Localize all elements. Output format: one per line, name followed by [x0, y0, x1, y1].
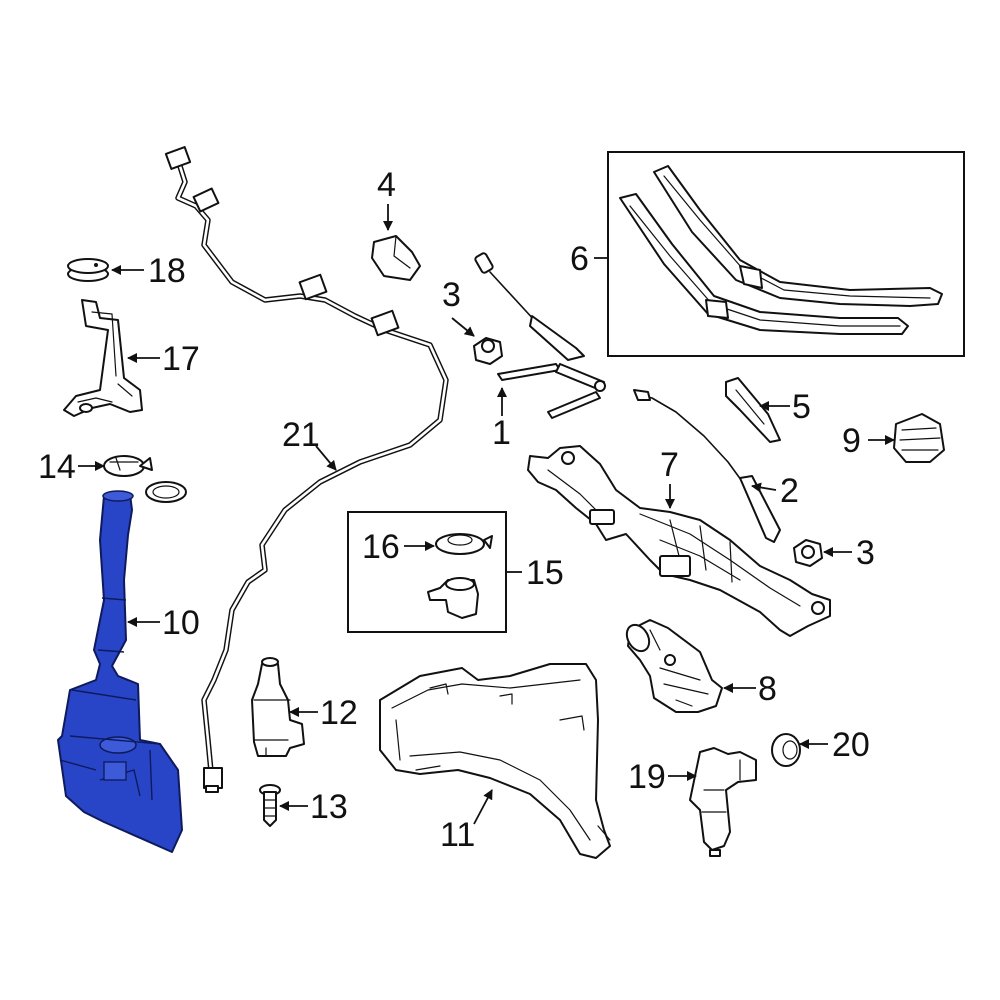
callout-13: 13	[310, 788, 348, 826]
callout-2: 2	[780, 472, 799, 510]
plug-part[interactable]	[893, 413, 945, 463]
callout-15: 15	[526, 554, 564, 592]
callout-14: 14	[38, 448, 76, 486]
grommet-part[interactable]	[67, 258, 109, 282]
pump-seal-part[interactable]	[435, 533, 493, 555]
callout-3-lower: 3	[856, 534, 875, 572]
callout-16: 16	[362, 528, 400, 566]
pump-motor-part[interactable]	[427, 577, 479, 619]
wiper-linkage-part[interactable]	[527, 445, 831, 637]
bracket-part[interactable]	[63, 299, 143, 417]
splash-shield-part[interactable]	[379, 663, 611, 859]
leader-lines	[78, 204, 895, 825]
callout-10: 10	[162, 604, 200, 642]
washer-reservoir-part[interactable]	[57, 490, 183, 853]
callout-20: 20	[832, 726, 870, 764]
callout-1: 1	[492, 414, 511, 452]
callout-19: 19	[628, 758, 666, 796]
screw-part[interactable]	[259, 784, 281, 827]
nut-lower-part[interactable]	[793, 539, 823, 567]
filler-cap-part[interactable]	[103, 455, 187, 503]
callout-12: 12	[320, 694, 358, 732]
callout-9: 9	[842, 422, 861, 460]
hose-grommet-part[interactable]	[771, 733, 801, 767]
wiper-arm-right-part[interactable]	[633, 389, 781, 543]
callout-8: 8	[758, 670, 777, 708]
wiper-arm-left-part[interactable]	[474, 252, 606, 419]
wiper-blades-part[interactable]	[619, 165, 943, 335]
wiper-motor-part[interactable]	[622, 619, 723, 713]
callout-17: 17	[162, 340, 200, 378]
callout-3-upper: 3	[442, 276, 461, 314]
clip-part[interactable]	[725, 377, 781, 443]
washer-pump-part[interactable]	[251, 657, 305, 757]
blades-group-box	[607, 151, 965, 357]
callout-labels: 1 2 3 3 4 5 6 7 8 9 10 11 12 13 14 15 16…	[38, 166, 875, 854]
callout-7: 7	[660, 446, 679, 484]
callout-4: 4	[377, 166, 396, 204]
callout-18: 18	[148, 252, 186, 290]
callout-11: 11	[440, 816, 475, 854]
level-sensor-part[interactable]	[689, 747, 757, 857]
callout-21: 21	[282, 416, 320, 454]
callout-6: 6	[570, 240, 589, 278]
cap-cover-part[interactable]	[371, 235, 421, 281]
nut-upper-part[interactable]	[473, 337, 503, 365]
callout-5: 5	[792, 388, 811, 426]
wiring-harness-part[interactable]	[164, 146, 449, 793]
